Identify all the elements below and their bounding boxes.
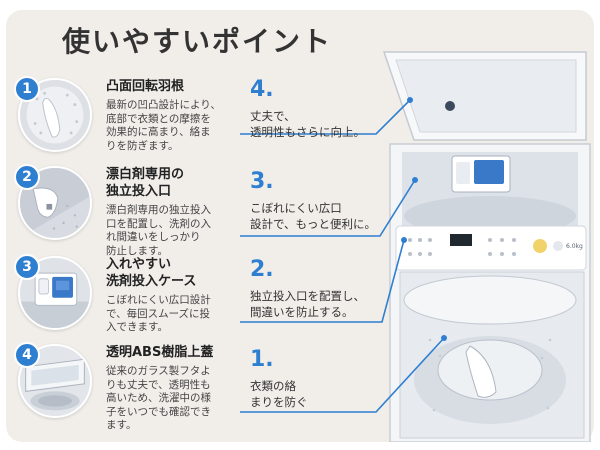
callout-text: 丈夫で、 透明性もさらに向上。: [250, 109, 365, 139]
page-title: 使いやすいポイント: [62, 25, 333, 58]
feature-heading: 透明ABS樹脂上蓋: [106, 345, 214, 360]
callout-number: 3.: [250, 169, 274, 194]
capacity-label: 6.0kg: [566, 243, 583, 250]
feature-description: 従来のガラス製フタよ りも丈夫で、透明性も 高いため、洗濯中の様 子をいつでも確…: [106, 365, 211, 431]
feature-number-badge: 1: [14, 76, 40, 102]
feature-number-badge: 3: [14, 254, 40, 280]
callout-3: 3. こぼれにくい広口 設計で、もっと便利に。: [250, 170, 376, 232]
feature-number-badge: 2: [14, 164, 40, 190]
feature-description: こぼれにくい広口設計 で、毎回スムーズに投 入できます。: [106, 294, 211, 333]
callout-4: 4. 丈夫で、 透明性もさらに向上。: [250, 78, 365, 140]
callout-2: 2. 独立投入口を配置し、 間違いを防止する。: [250, 258, 365, 320]
feature-number-badge: 4: [14, 342, 40, 368]
feature-3: 3 入れやすい 洗剤投入ケース こぼれにくい広口設計 で、毎回スムーズに投 入で…: [14, 254, 248, 336]
feature-4: 4 透明ABS樹脂上蓋 従来のガラス製フタよ りも丈夫で、透明性も 高いため、洗…: [14, 342, 248, 431]
callout-number: 1.: [250, 347, 274, 372]
callout-text: こぼれにくい広口 設計で、もっと便利に。: [250, 201, 377, 231]
feature-1: 1 凸面回転羽根 最新の凹凸設計により、 底部で衣類との摩擦を 効果的に高まり、…: [14, 76, 248, 158]
feature-heading: 入れやすい 洗剤投入ケース: [106, 257, 197, 289]
feature-2: 2 漂白剤専用の 独立投入口 漂白剤専用の独立投入 口を配置し、洗剤の入 れ間違…: [14, 164, 248, 257]
callout-number: 4.: [250, 77, 274, 102]
callout-number: 2.: [250, 257, 274, 282]
feature-heading: 凸面回転羽根: [106, 79, 185, 94]
feature-heading: 漂白剤専用の 独立投入口: [106, 167, 185, 199]
callout-text: 独立投入口を配置し、 間違いを防止する。: [250, 289, 365, 319]
feature-description: 最新の凹凸設計により、 底部で衣類との摩擦を 効果的に高まり、絡ま りを防ぎます…: [106, 99, 221, 152]
feature-description: 漂白剤専用の独立投入 口を配置し、洗剤の入 れ間違いをしっかり 防止します。: [106, 204, 211, 257]
callout-text: 衣類の絡 まりを防ぐ: [250, 379, 308, 409]
washing-machine-image: 6.0kg: [370, 40, 594, 443]
callout-1: 1. 衣類の絡 まりを防ぐ: [250, 348, 308, 410]
bleach-inlet-icon: [18, 166, 92, 240]
